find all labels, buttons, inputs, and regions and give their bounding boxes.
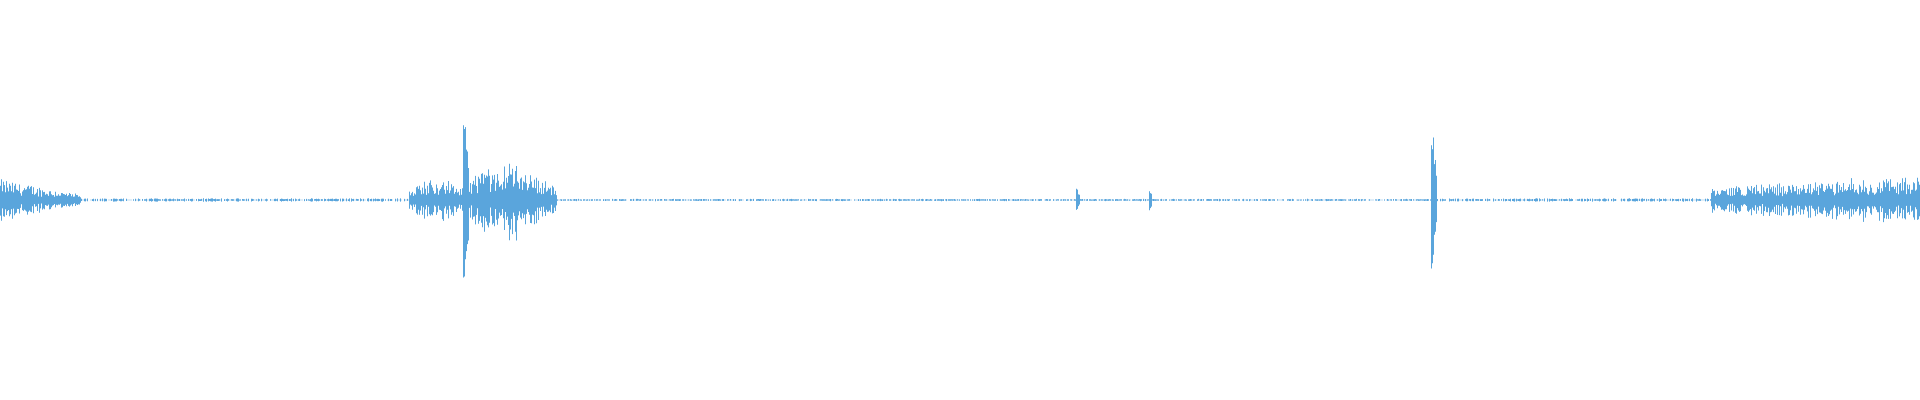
waveform-path [0,125,1920,278]
